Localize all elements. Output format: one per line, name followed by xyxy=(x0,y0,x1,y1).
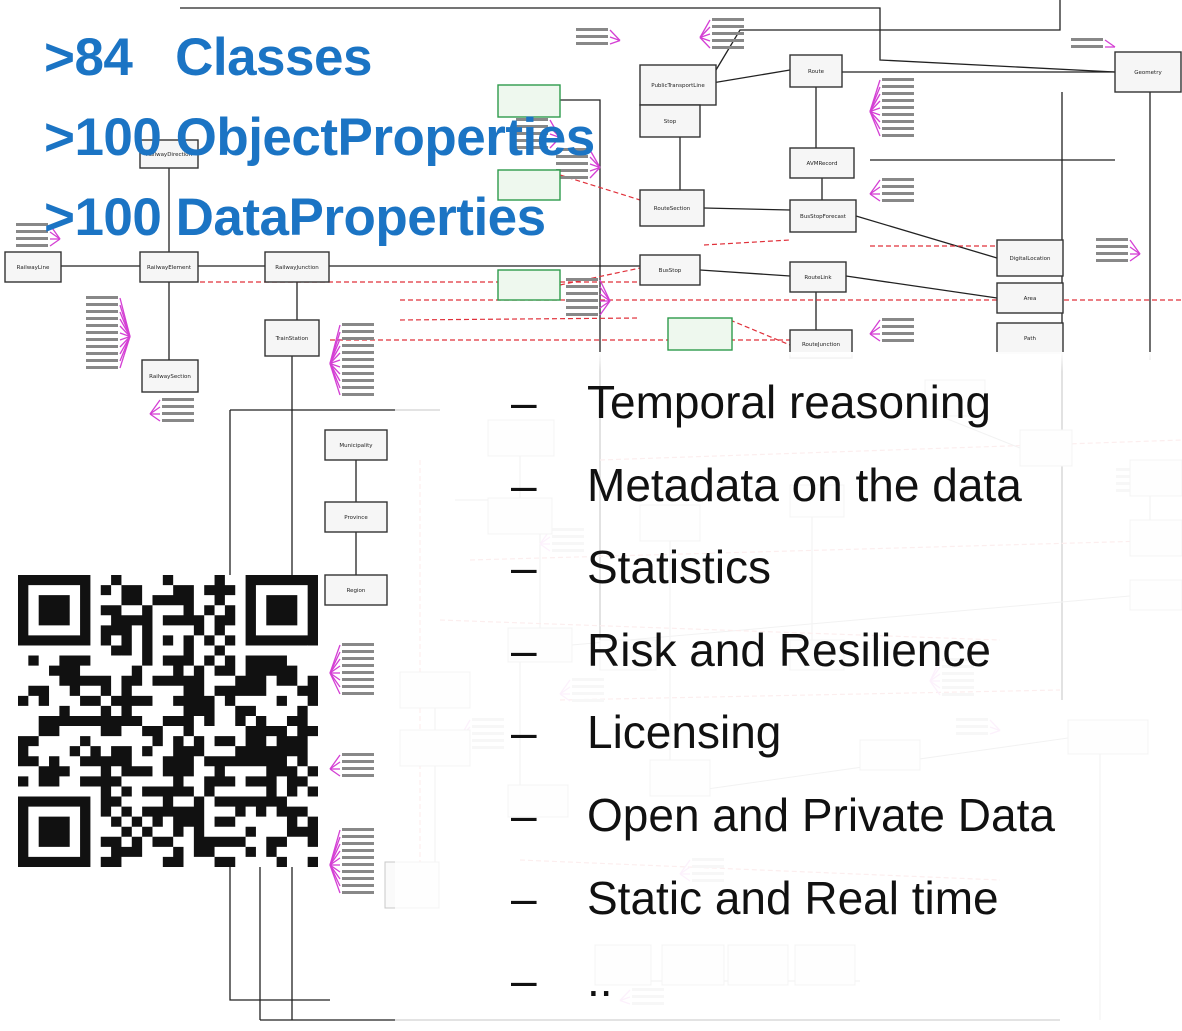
class-node xyxy=(497,84,561,118)
svg-text:Region: Region xyxy=(347,588,366,594)
bullet-dash: – xyxy=(511,623,537,676)
class-node: Path xyxy=(996,322,1064,354)
svg-text:RailwayDirection: RailwayDirection xyxy=(146,152,193,158)
topic-label: Open and Private Data xyxy=(587,788,1055,841)
stat-classes: >84 Classes xyxy=(44,28,372,87)
topic-label: .. xyxy=(587,954,613,1007)
svg-text:RailwayElement: RailwayElement xyxy=(147,265,192,271)
stat-data-properties: >100 DataProperties xyxy=(44,188,546,247)
svg-text:Route: Route xyxy=(808,69,825,75)
topic-item: –Static and Real time xyxy=(511,860,1055,943)
class-node: PublicTransportLine xyxy=(639,64,717,106)
svg-text:BusStopForecast: BusStopForecast xyxy=(800,214,847,220)
class-node: AVMRecord xyxy=(789,147,855,179)
svg-text:BusStop: BusStop xyxy=(659,268,682,274)
topic-label: Metadata on the data xyxy=(587,458,1022,511)
bullet-dash: – xyxy=(511,788,537,841)
class-node: RailwayElement xyxy=(139,251,199,283)
class-node: Municipality xyxy=(324,429,388,461)
topic-label: Licensing xyxy=(587,706,782,759)
svg-text:RouteJunction: RouteJunction xyxy=(802,342,841,348)
class-node: DigitalLocation xyxy=(996,239,1064,277)
class-node: RouteSection xyxy=(639,189,705,227)
svg-text:RouteSection: RouteSection xyxy=(654,206,691,212)
class-node: RouteLink xyxy=(789,261,847,293)
topic-label: Risk and Resilience xyxy=(587,623,991,676)
svg-text:RailwaySection: RailwaySection xyxy=(149,374,191,380)
topic-label: Temporal reasoning xyxy=(587,376,992,428)
class-node: RailwaySection xyxy=(141,359,199,393)
svg-text:Province: Province xyxy=(344,515,368,521)
topic-item: –.. xyxy=(511,942,1055,1025)
class-node: Stop xyxy=(639,104,701,138)
class-node xyxy=(497,269,561,301)
svg-text:DigitalLocation: DigitalLocation xyxy=(1009,256,1051,262)
svg-text:RouteLink: RouteLink xyxy=(804,275,832,281)
class-node xyxy=(667,317,733,351)
svg-text:RailwayJunction: RailwayJunction xyxy=(275,265,319,271)
class-node: Province xyxy=(324,501,388,533)
bullet-dash: – xyxy=(511,871,537,924)
class-node: BusStopForecast xyxy=(789,199,857,233)
stat-object-properties: >100 ObjectProperties xyxy=(44,108,595,167)
class-node: Geometry xyxy=(1114,51,1182,93)
class-node: TrainStation xyxy=(264,319,320,357)
bullet-dash: – xyxy=(511,458,537,511)
topic-list: –Temporal reasoning –Metadata on the dat… xyxy=(511,364,1055,1025)
ontology-stats: >84 Classes >100 ObjectProperties >100 D… xyxy=(44,18,595,258)
translucent-overlay xyxy=(395,352,1182,1031)
overlay-fade xyxy=(395,352,1182,372)
topic-item: –Temporal reasoning xyxy=(511,364,1055,447)
class-node: BusStop xyxy=(639,254,701,286)
class-node: Region xyxy=(324,574,388,606)
svg-text:Path: Path xyxy=(1024,336,1037,342)
class-node: Route xyxy=(789,54,843,88)
svg-text:Stop: Stop xyxy=(664,119,677,125)
topic-item: –Open and Private Data xyxy=(511,777,1055,860)
topic-item: –Metadata on the data xyxy=(511,447,1055,530)
svg-text:RailwayLine: RailwayLine xyxy=(17,265,50,271)
class-node: RailwayDirection xyxy=(139,139,199,169)
qr-code-icon xyxy=(18,575,318,867)
topic-item: –Statistics xyxy=(511,529,1055,612)
class-node: RailwayLine xyxy=(4,251,62,283)
topic-item: –Risk and Resilience xyxy=(511,612,1055,695)
class-node: Area xyxy=(996,282,1064,314)
topic-label: Static and Real time xyxy=(587,871,999,924)
bullet-dash: – xyxy=(511,706,537,759)
svg-text:Area: Area xyxy=(1024,296,1037,302)
bullet-dash: – xyxy=(511,954,537,1007)
class-node xyxy=(497,169,561,201)
topic-label: Statistics xyxy=(587,541,772,594)
svg-text:TrainStation: TrainStation xyxy=(275,336,309,342)
topic-item: –Licensing xyxy=(511,694,1055,777)
class-node: RailwayJunction xyxy=(264,251,330,283)
svg-text:PublicTransportLine: PublicTransportLine xyxy=(651,83,705,89)
svg-text:Geometry: Geometry xyxy=(1134,70,1162,76)
svg-text:AVMRecord: AVMRecord xyxy=(807,161,838,167)
bullet-dash: – xyxy=(511,376,537,428)
bullet-dash: – xyxy=(511,541,537,594)
svg-text:Municipality: Municipality xyxy=(339,443,373,449)
